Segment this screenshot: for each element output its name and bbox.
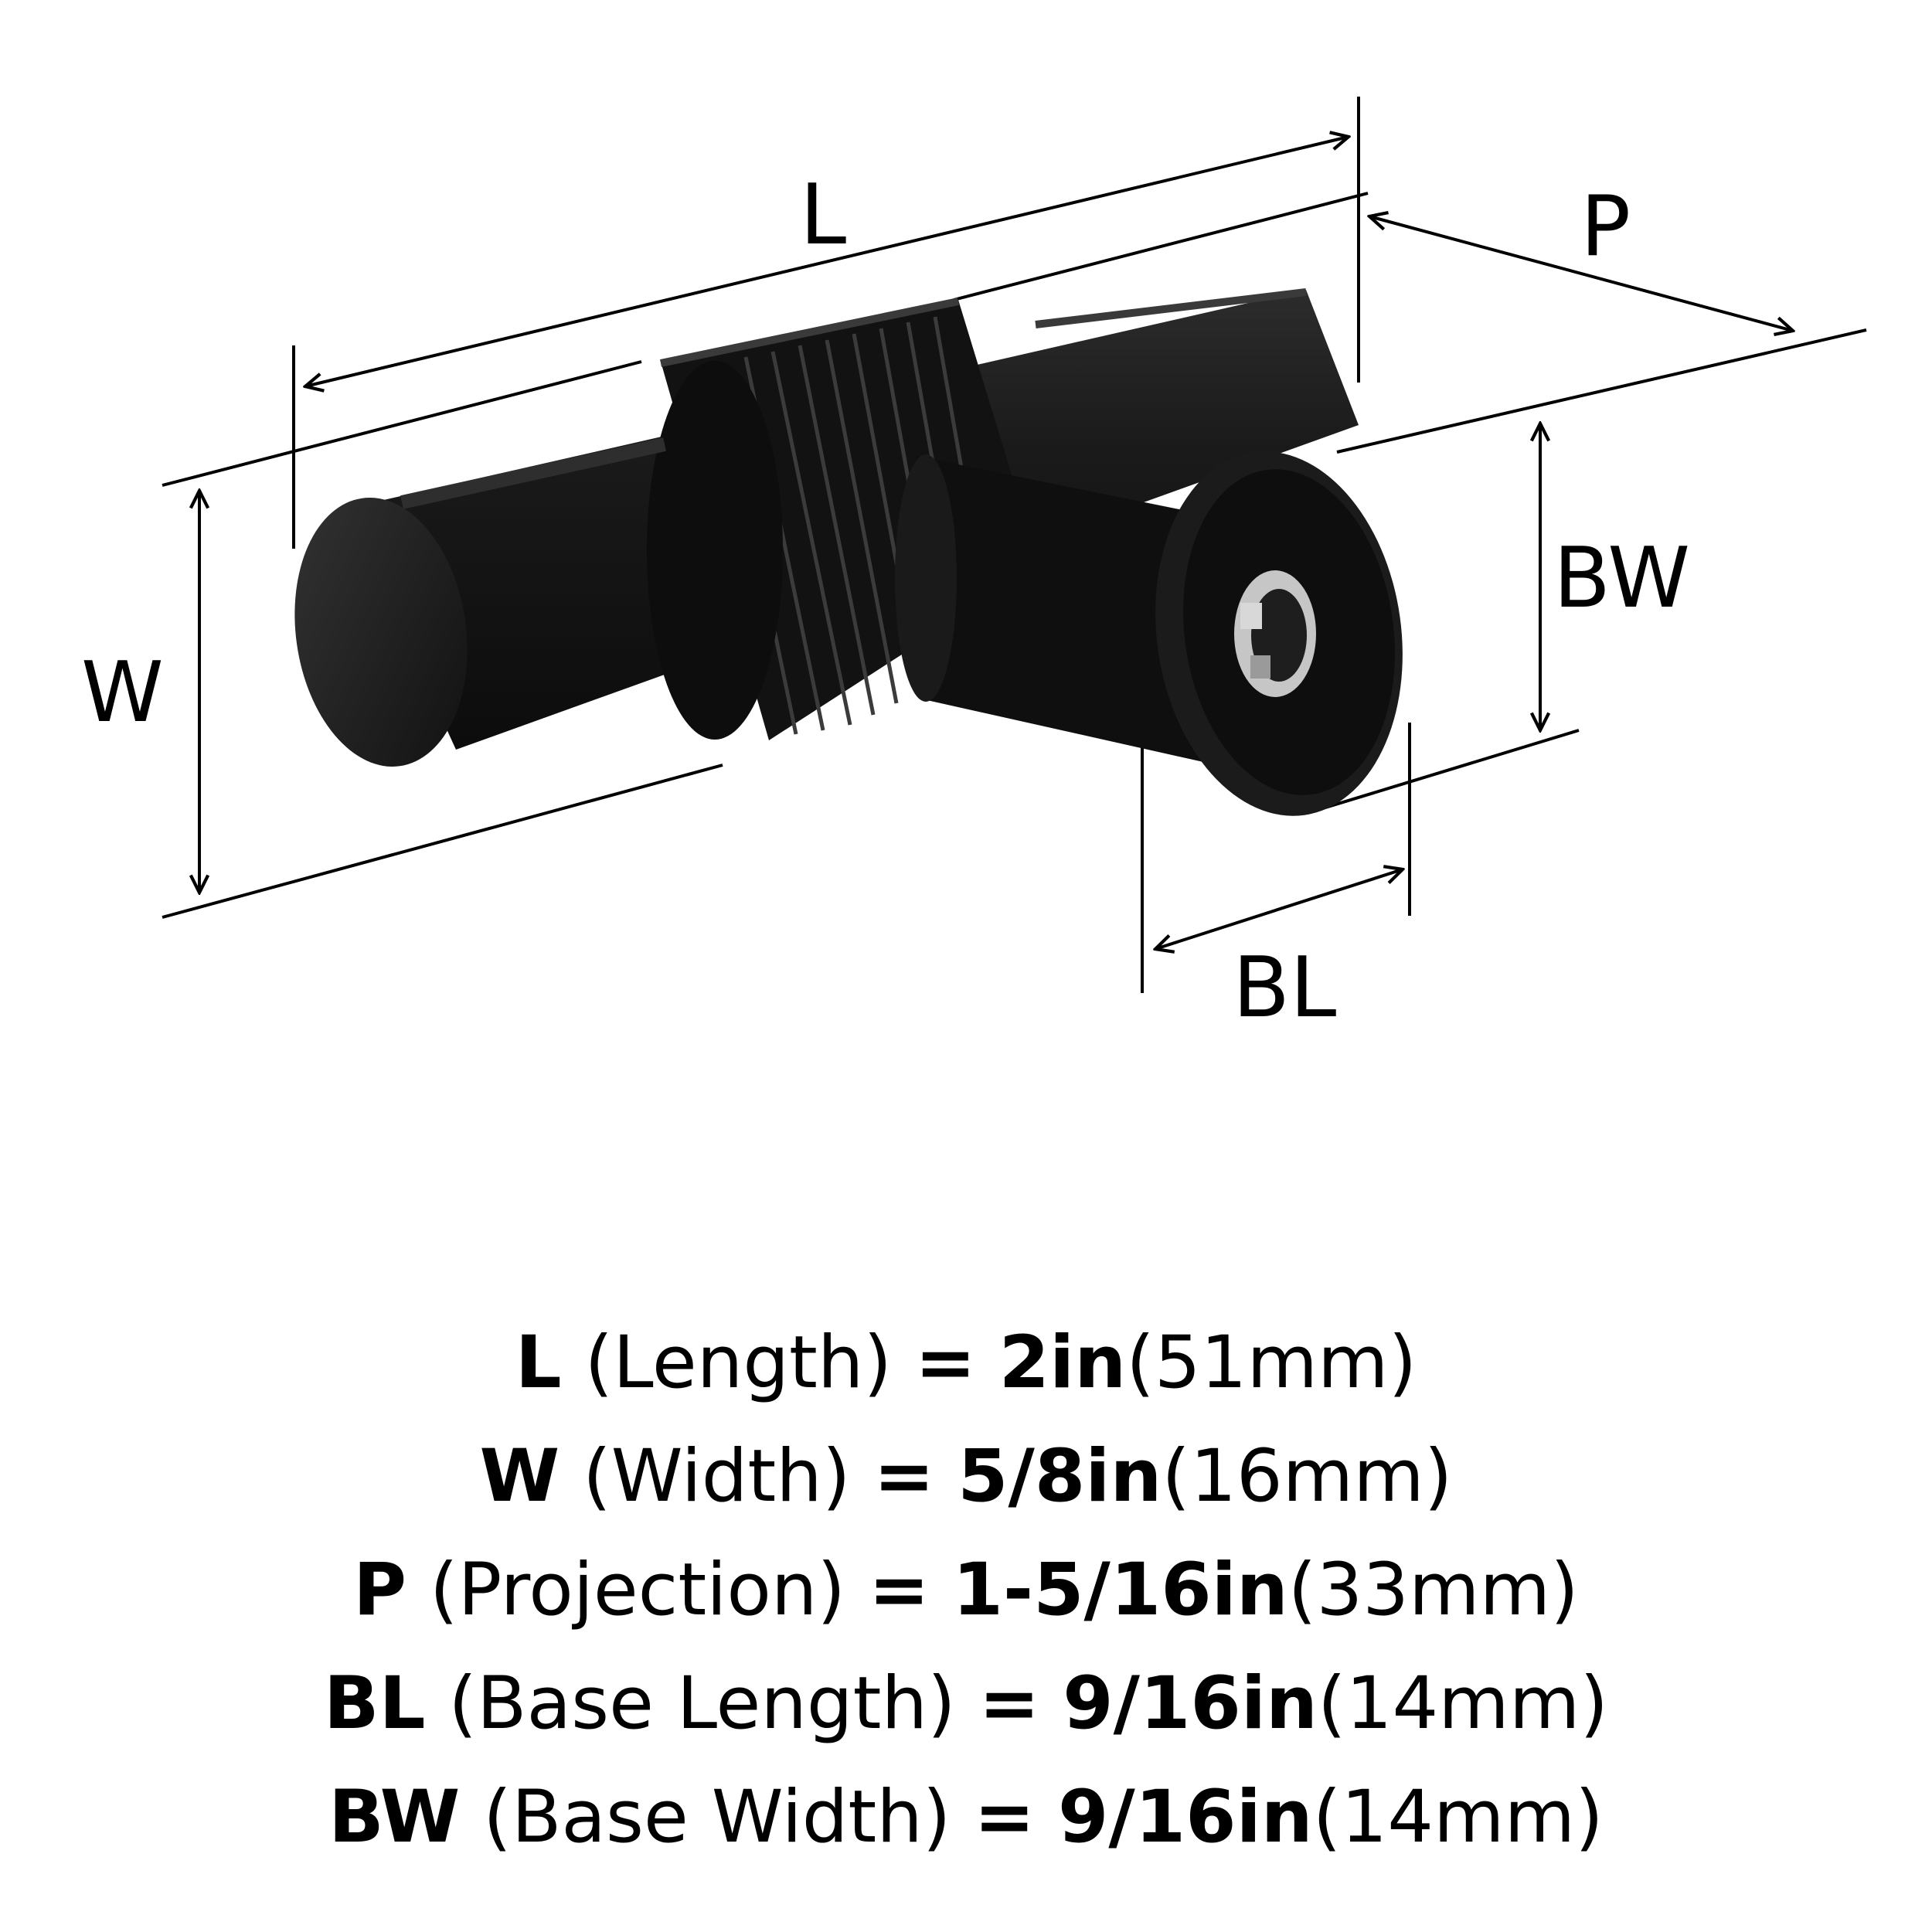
spec-equals: = <box>873 1434 935 1519</box>
spec-code: L <box>515 1321 562 1405</box>
spec-name: (Length) <box>584 1321 893 1405</box>
spec-metric: (14mm) <box>1317 1662 1609 1746</box>
knurled-collar <box>647 298 1039 740</box>
spec-imperial: 9/16in <box>1063 1662 1318 1746</box>
spec-equals: = <box>914 1321 976 1405</box>
spec-equals: = <box>974 1775 1036 1859</box>
spec-imperial: 1-5/16in <box>952 1548 1288 1632</box>
spec-name: (Projection) <box>429 1548 846 1632</box>
bar-end-cap <box>294 498 468 767</box>
length-label: L <box>800 167 847 264</box>
spec-equals: = <box>978 1662 1040 1746</box>
spec-metric: (51mm) <box>1126 1321 1417 1405</box>
base-length-arrow <box>1155 869 1403 949</box>
t-knob-drawing <box>162 97 1867 993</box>
spec-name: (Base Width) <box>483 1775 951 1859</box>
dimension-specs: L (Length) = 2in(51mm) W (Width) = 5/8in… <box>0 1306 1932 1874</box>
spec-equals: = <box>869 1548 930 1632</box>
base-width-label: BW <box>1553 530 1691 627</box>
width-label: W <box>81 645 164 741</box>
spec-metric: (16mm) <box>1162 1434 1453 1519</box>
spec-metric: (33mm) <box>1287 1548 1579 1632</box>
dimension-arrows <box>199 137 1793 949</box>
spec-metric: (14mm) <box>1312 1775 1604 1859</box>
stem <box>916 456 1221 765</box>
spec-code: BL <box>323 1662 426 1746</box>
spec-imperial: 9/16in <box>1058 1775 1313 1859</box>
spec-imperial: 2in <box>998 1321 1127 1405</box>
spec-row-projection: P (Projection) = 1-5/16in(33mm) <box>0 1533 1932 1647</box>
spec-row-width: W (Width) = 5/8in(16mm) <box>0 1420 1932 1533</box>
length-arrow <box>305 137 1349 386</box>
spec-row-base-length: BL (Base Length) = 9/16in(14mm) <box>0 1647 1932 1760</box>
spec-row-length: L (Length) = 2in(51mm) <box>0 1306 1932 1420</box>
spec-row-base-width: BW (Base Width) = 9/16in(14mm) <box>0 1760 1932 1874</box>
spec-code: BW <box>328 1775 461 1859</box>
knob-illustration <box>294 288 1403 816</box>
spec-imperial: 5/8in <box>957 1434 1162 1519</box>
spec-code: P <box>353 1548 407 1632</box>
spec-name: (Base Length) <box>448 1662 956 1746</box>
spec-name: (Width) <box>583 1434 851 1519</box>
dimension-diagram: L W P BW BL <box>81 97 1867 1036</box>
base-length-label: BL <box>1233 940 1337 1036</box>
projection-label: P <box>1580 179 1631 275</box>
projection-arrow <box>1369 216 1793 331</box>
spec-code: W <box>479 1434 560 1519</box>
screw-insert <box>1234 570 1316 697</box>
